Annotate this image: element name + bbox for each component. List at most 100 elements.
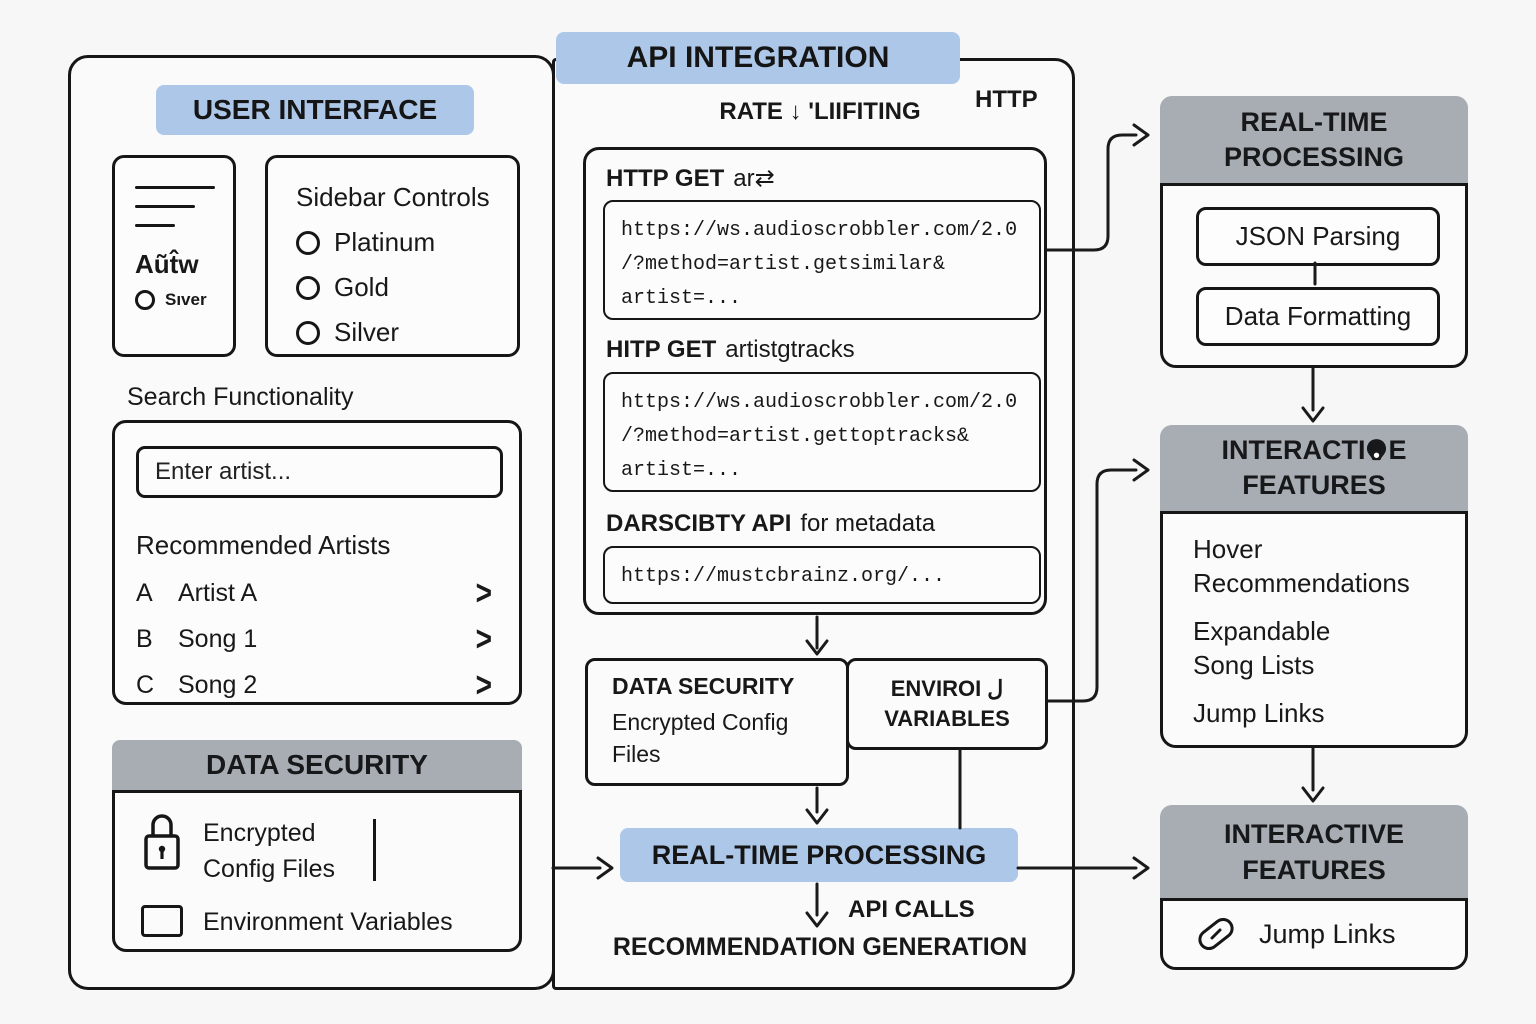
bulb-icon — [1367, 438, 1387, 460]
interactive-features-body-1: Hover Recommendations Expandable Song Li… — [1160, 511, 1468, 748]
json-parsing-step: JSON Parsing — [1196, 207, 1440, 266]
security-node: DATA SECURITY Encrypted Config Files — [585, 658, 849, 786]
recommended-artists-title: Recommended Artists — [136, 530, 391, 560]
endpoint-name: for metadata — [800, 510, 936, 537]
url-line: artist=... — [621, 287, 742, 310]
realtime-processing-node-label: REAL-TIME PROCESSING — [651, 839, 987, 870]
security-node-title: DATA SECURITY — [612, 673, 795, 699]
radio-option-silver[interactable]: Silver — [296, 317, 517, 348]
preview-card: Aũt̂w Sıver — [112, 155, 236, 357]
radio-button[interactable] — [135, 290, 155, 310]
preview-card-title: Aũt̂w — [135, 249, 199, 279]
security-node-body: Encrypted Config Files — [612, 709, 789, 767]
chevron-right-icon[interactable]: > — [475, 573, 492, 612]
interactive2-header-line2: FEATURES — [1242, 854, 1386, 885]
menu-lines-icon — [135, 186, 215, 227]
endpoint-url: https://ws.audioscrobbler.com/2.0 /?meth… — [603, 372, 1041, 492]
endpoints-box: HTTP GET ar⇄ https://ws.audioscrobbler.c… — [583, 147, 1047, 615]
arrow-rtbox-to-interactive1 — [1301, 366, 1325, 423]
encrypted-config-label: Encrypted Config Files — [203, 819, 335, 883]
link-icon — [1198, 917, 1234, 951]
data-security-header: DATA SECURITY — [112, 740, 522, 790]
radio-label: Sıver — [165, 290, 207, 309]
search-functionality-title: Search Functionality — [127, 383, 354, 411]
endpoint-method: HITP GET — [606, 336, 717, 363]
url-line: /?method=artist.getsimilar& — [621, 253, 946, 276]
menu-line — [135, 224, 175, 227]
radio-label: Platinum — [334, 227, 436, 257]
menu-line — [135, 186, 215, 189]
endpoint-url: https://ws.audioscrobbler.com/2.0 /?meth… — [603, 200, 1041, 320]
endpoint-title: HTTP GET ar⇄ — [606, 164, 775, 193]
api-integration-header: API INTEGRATION — [556, 32, 960, 84]
rt-processing-header: REAL-TIME PROCESSING — [1160, 96, 1468, 183]
endpoint-method: DARSCIBTY API — [606, 510, 792, 537]
radio-option-gold[interactable]: Gold — [296, 272, 517, 303]
endpoint-url: https://mustcbrainz.org/... — [603, 546, 1041, 604]
realtime-processing-node: REAL-TIME PROCESSING — [620, 828, 1018, 882]
env-variables-line2: VARIABLES — [884, 706, 1010, 731]
list-item-key: C — [136, 670, 155, 699]
jump-links-label[interactable]: Jump Links — [1259, 918, 1396, 949]
url-line: https://ws.audioscrobbler.com/2.0 — [621, 391, 1018, 414]
interactive-header-part1: INTERACTI — [1221, 435, 1366, 465]
data-formatting-label: Data Formatting — [1224, 301, 1412, 331]
http-label: HTTP — [975, 86, 1038, 113]
interactive-features-header-1: INTERACTI E FEATURES — [1160, 425, 1468, 511]
chevron-right-icon[interactable]: > — [475, 619, 492, 658]
url-line: artist=... — [621, 459, 742, 482]
feature-item[interactable]: Expandable Song Lists — [1193, 616, 1331, 680]
interactive-header-line2: FEATURES — [1242, 470, 1386, 500]
endpoint-title: DARSCIBTY API for metadata — [606, 510, 935, 538]
feature-item[interactable]: Jump Links — [1193, 698, 1325, 728]
data-security-body: Encrypted Config Files Environment Varia… — [112, 790, 522, 952]
divider — [373, 819, 376, 881]
rt-processing-header-line2: PROCESSING — [1223, 141, 1405, 172]
interactive2-header-line1: INTERACTIVE — [1223, 818, 1404, 849]
url-line: https://ws.audioscrobbler.com/2.0 — [621, 219, 1018, 242]
rt-processing-body: JSON Parsing Data Formatting — [1160, 183, 1468, 368]
json-parsing-label: JSON Parsing — [1235, 221, 1401, 251]
checkbox-icon[interactable] — [141, 905, 183, 937]
lock-icon — [144, 814, 180, 870]
radio-button[interactable] — [296, 320, 320, 345]
interactive-header-part2: E — [1388, 435, 1407, 465]
url-line: /?method=artist.gettoptracks& — [621, 425, 970, 448]
endpoint-name: ar⇄ — [733, 165, 775, 192]
user-interface-header-label: USER INTERFACE — [192, 94, 438, 125]
radio-option-platinum[interactable]: Platinum — [296, 227, 517, 258]
sidebar-controls-card: Sidebar Controls Platinum Gold Silver — [265, 155, 520, 357]
list-item[interactable]: B Song 1 > — [136, 619, 498, 658]
api-calls-label: API CALLS — [848, 896, 975, 923]
list-item[interactable]: C Song 2 > — [136, 665, 498, 704]
list-item-key: A — [136, 578, 153, 607]
list-item[interactable]: A Artist A > — [136, 573, 498, 612]
radio-button[interactable] — [296, 230, 320, 255]
menu-line — [135, 205, 195, 208]
interactive-features-header-2: INTERACTIVE FEATURES — [1160, 805, 1468, 898]
endpoint-title: HITP GET artistgtracks — [606, 336, 855, 364]
data-security-header-label: DATA SECURITY — [206, 749, 428, 780]
rt-processing-header-line1: REAL-TIME — [1240, 106, 1388, 137]
user-interface-header: USER INTERFACE — [156, 85, 474, 135]
recommendation-generation-label: RECOMMENDATION GENERATION — [612, 933, 1028, 961]
list-item-label: Song 2 — [178, 670, 258, 699]
radio-label: Silver — [334, 317, 400, 347]
url-line: https://mustcbrainz.org/... — [621, 565, 946, 588]
endpoint-name: artistgtracks — [725, 336, 855, 363]
search-input[interactable] — [136, 446, 503, 498]
radio-button[interactable] — [296, 275, 320, 300]
radio-label: Gold — [334, 272, 389, 302]
list-item-label: Song 1 — [178, 624, 258, 653]
endpoint-method: HTTP GET — [606, 165, 725, 192]
rate-limiting-label: RATE ↓ 'LIIFITING — [719, 98, 921, 125]
feature-item[interactable]: Hover Recommendations — [1193, 534, 1410, 598]
chevron-right-icon[interactable]: > — [475, 665, 492, 704]
env-variables-line1: ENVIROI ل — [890, 676, 1004, 701]
api-integration-header-label: API INTEGRATION — [626, 41, 890, 74]
interactive-features-body-2: Jump Links — [1160, 898, 1468, 970]
arrow-interactive1-to-interactive2 — [1301, 746, 1325, 803]
data-formatting-step: Data Formatting — [1196, 287, 1440, 346]
sidebar-controls-title: Sidebar Controls — [296, 182, 490, 212]
list-item-label: Artist A — [178, 578, 258, 607]
